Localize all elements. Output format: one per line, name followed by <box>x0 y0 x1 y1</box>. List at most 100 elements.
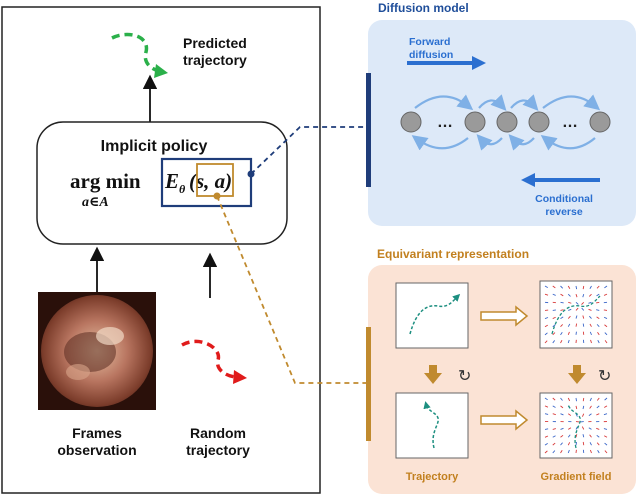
field-vector <box>544 324 548 328</box>
field-vector <box>575 301 579 305</box>
field-vector <box>596 309 600 311</box>
predicted-label-line2: trajectory <box>183 52 247 68</box>
field-vector <box>582 285 585 290</box>
diffusion-title: Diffusion model <box>378 1 469 15</box>
field-vector <box>588 301 592 304</box>
chain-node-3 <box>496 111 518 133</box>
transform-arrow-top <box>480 305 529 327</box>
argmin-text: arg min <box>70 169 141 193</box>
field-vector <box>582 441 585 446</box>
field-vector <box>552 405 556 408</box>
field-vector <box>575 307 579 311</box>
trajectory-plot-rotated <box>395 392 469 459</box>
field-vector <box>604 324 608 328</box>
field-vector <box>596 442 600 446</box>
field-vector <box>588 413 592 416</box>
frames-label-line2: observation <box>57 442 136 458</box>
field-vector <box>560 434 564 438</box>
forward-label-line1: Forward <box>409 36 450 48</box>
field-vector <box>596 285 600 289</box>
field-vector <box>544 443 548 446</box>
field-vector <box>567 339 570 344</box>
field-vector <box>544 413 549 415</box>
field-vector <box>588 308 592 311</box>
field-vector <box>560 339 563 344</box>
field-vector <box>552 309 556 311</box>
rotate-icon-right: ↻ <box>598 366 611 385</box>
field-vector <box>567 434 571 438</box>
field-vector <box>560 331 563 336</box>
field-vector <box>560 309 564 311</box>
field-vector <box>567 323 571 327</box>
equivariant-title: Equivariant representation <box>377 247 529 261</box>
field-vector <box>575 293 578 298</box>
field-vector <box>597 450 600 454</box>
random-trajectory-arrow <box>181 339 247 384</box>
diffusion-connector <box>250 126 366 175</box>
field-vector <box>575 315 578 319</box>
field-vector <box>603 293 608 296</box>
field-vector <box>590 339 592 344</box>
field-vector <box>604 397 608 401</box>
field-vector <box>560 397 563 401</box>
field-vector <box>582 434 585 438</box>
chain-ellipsis-1: … <box>437 114 453 131</box>
reverse-label-line2: reverse <box>545 206 583 218</box>
transform-arrow-bottom <box>480 409 529 431</box>
field-vector <box>552 316 556 319</box>
field-vector <box>544 450 548 454</box>
field-vector <box>544 293 549 296</box>
field-vector <box>575 413 578 417</box>
forward-label-line2: diffusion <box>409 49 453 61</box>
chain-ellipsis-2: … <box>562 114 578 131</box>
gradient-field-plot-rotated <box>539 392 613 459</box>
energy-arguments: (s, a) <box>189 169 232 193</box>
field-vector <box>544 340 548 344</box>
field-vector <box>575 434 578 438</box>
rotation-arrow-left <box>424 365 442 384</box>
field-vector <box>552 450 556 454</box>
field-vector <box>544 405 549 408</box>
chain-node-5 <box>589 111 611 133</box>
random-label-line1: Random <box>190 425 246 441</box>
field-vector <box>582 405 585 410</box>
field-vector <box>596 434 600 438</box>
trajectory-curve-rotated <box>423 401 439 449</box>
field-vector <box>603 435 608 438</box>
field-vector <box>567 293 571 297</box>
field-vector <box>552 324 556 328</box>
field-vector <box>560 301 564 304</box>
field-vector <box>604 450 608 454</box>
gradient-curve-original <box>551 295 601 335</box>
conditional-reverse-arrow <box>521 173 600 187</box>
field-vector <box>567 397 571 402</box>
field-vector <box>552 397 556 401</box>
field-vector <box>603 309 608 311</box>
field-vector <box>560 405 564 409</box>
field-vector <box>552 428 556 430</box>
field-vector <box>575 323 578 327</box>
reverse-arcs <box>411 134 596 151</box>
field-vector <box>575 397 577 402</box>
trajectory-plot-original <box>395 282 469 349</box>
field-vector <box>581 301 585 305</box>
field-vector <box>544 332 548 336</box>
field-vector <box>596 405 600 409</box>
field-vector <box>575 285 578 290</box>
field-vector <box>567 449 570 454</box>
field-vector <box>544 435 549 438</box>
field-vector <box>552 435 556 438</box>
field-vector <box>596 413 600 416</box>
field-vector <box>544 428 549 430</box>
energy-symbol: E <box>164 169 179 193</box>
field-vector <box>575 405 578 410</box>
field-vector <box>567 413 572 416</box>
argmin-subscript: a∈A <box>82 195 109 210</box>
field-vector <box>568 427 572 430</box>
field-vector <box>604 442 608 446</box>
diffusion-bracket <box>366 73 371 187</box>
field-vector <box>552 332 556 336</box>
field-vector <box>589 449 592 454</box>
field-vector <box>589 331 592 336</box>
field-vector <box>596 397 600 401</box>
